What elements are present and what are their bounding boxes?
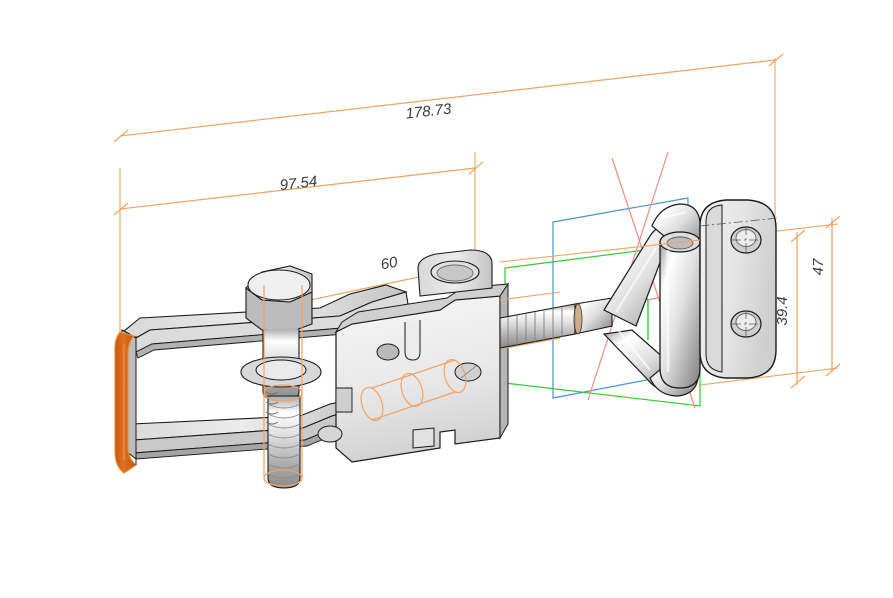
dimension-overall-length: 178.73 — [113, 53, 784, 143]
selection-highlight-geometry[interactable] — [263, 285, 561, 487]
rod-end-face — [573, 303, 583, 335]
mounting-plate[interactable] — [699, 199, 779, 379]
hole-centerlines — [699, 217, 779, 338]
body-hole-lower — [317, 425, 343, 443]
dimension-label-hole-spacing: 39.4 — [774, 296, 791, 325]
latch-assembly-model[interactable] — [114, 199, 779, 489]
dimension-hole-spacing: 39.4 — [774, 229, 806, 389]
dimension-label-arm: 60 — [379, 254, 399, 274]
bolt-thread-upper — [265, 391, 279, 425]
rod-threads — [507, 308, 563, 346]
body-block[interactable] — [317, 249, 509, 463]
hex-bolt[interactable] — [240, 265, 322, 489]
dimension-label-plate-height: 47 — [810, 258, 827, 275]
dimension-label-overall: 178.73 — [405, 100, 453, 122]
body-hole-center — [376, 343, 400, 361]
dimension-mid-length: 97.54 — [113, 161, 484, 216]
dimension-annotations: 178.73 97.54 60 47 — [113, 53, 841, 389]
bolt-thread — [267, 395, 301, 489]
hinge-highlight-lines — [499, 239, 701, 301]
dimension-label-mid: 97.54 — [279, 173, 318, 194]
threaded-rod[interactable] — [499, 297, 613, 349]
hinge-barrel[interactable] — [659, 231, 701, 389]
hex-bolt-top — [247, 269, 311, 301]
